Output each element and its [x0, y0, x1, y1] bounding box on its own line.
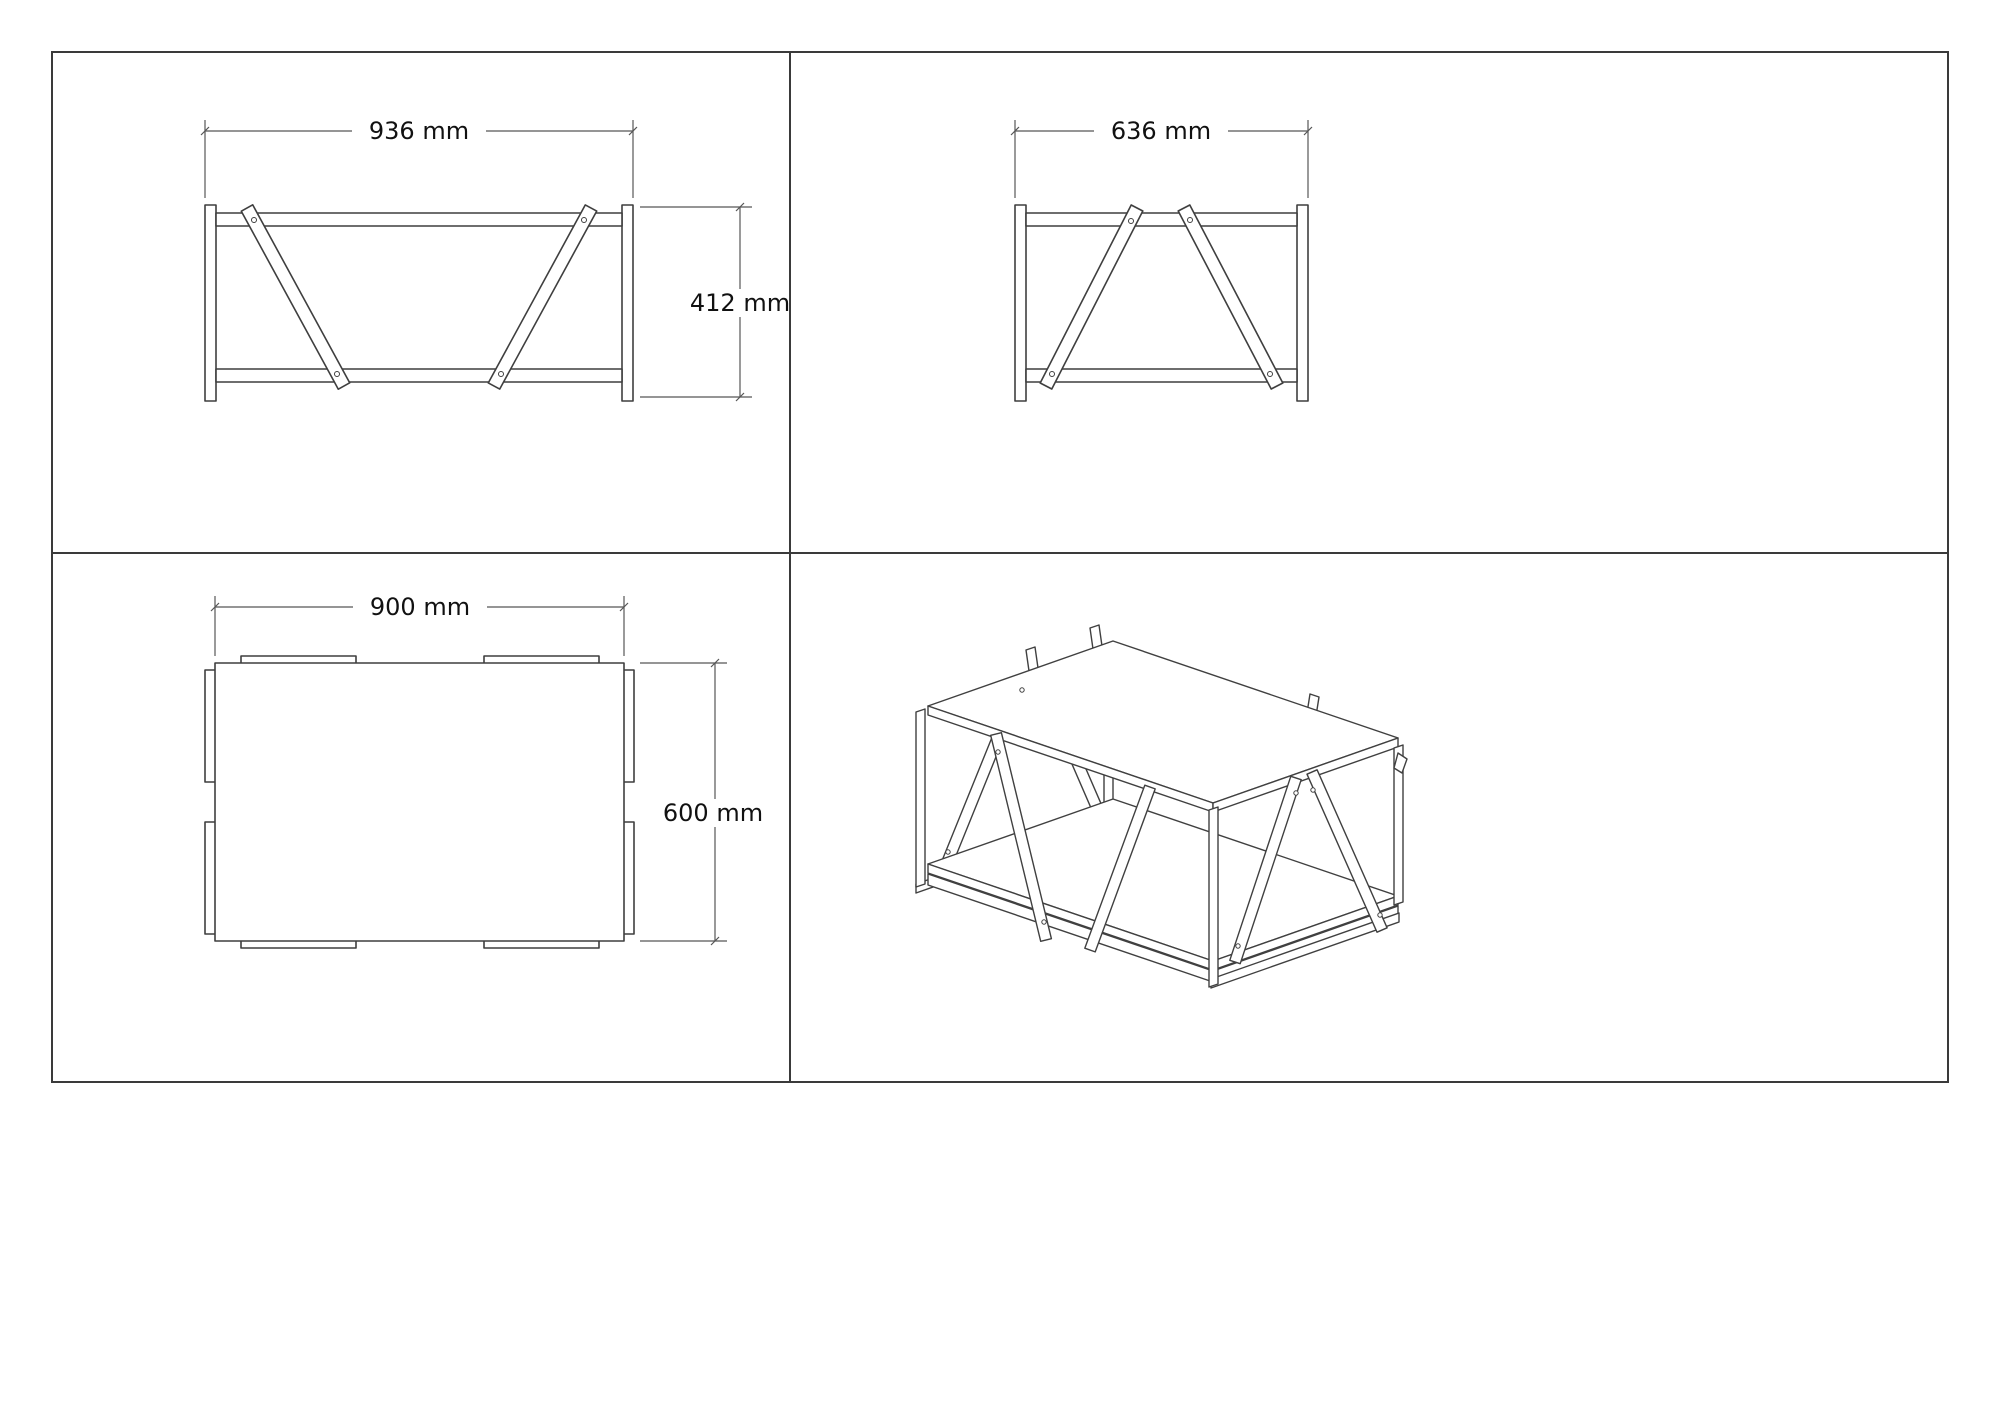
front-view: 936 mm 412 mm [200, 116, 790, 402]
top-width-dimension-label: 900 mm [370, 593, 470, 621]
outer-border [51, 51, 1949, 1083]
screw-hole [581, 217, 587, 223]
front-height-dimension: 412 mm [640, 202, 790, 402]
right-end-post [1296, 204, 1309, 402]
top-depth-dimension: 600 mm [640, 658, 780, 946]
top-rail [215, 212, 623, 227]
diagonal-brace-left [240, 204, 351, 391]
tabletop [927, 640, 1399, 813]
front-left-post [915, 708, 926, 888]
dimension-tick [735, 392, 745, 402]
border-frame [51, 51, 1949, 1083]
top-rail [1025, 212, 1298, 227]
tabletop-top-face [927, 640, 1399, 804]
right-end-diagonal-brace [1229, 775, 1302, 965]
screw-hole [251, 217, 257, 223]
diagonal-brace-right [1177, 204, 1284, 390]
diagonal-brace-left [1039, 204, 1144, 390]
side-width-dimension-label: 636 mm [1111, 117, 1211, 145]
front-height-dimension-label: 412 mm [690, 289, 790, 317]
screw-hole [1293, 790, 1299, 796]
back-right-post [1393, 744, 1404, 906]
screw-hole [1310, 787, 1316, 793]
bottom-rail [215, 368, 623, 383]
label-backplate [646, 799, 780, 827]
dimension-tick [1010, 126, 1020, 136]
front-diagonal-brace [1084, 784, 1156, 953]
screw-hole [498, 371, 504, 377]
dimension-tick [628, 126, 638, 136]
screw-hole [1128, 218, 1134, 224]
dimension-tick [619, 602, 629, 612]
dimension-tick [735, 202, 745, 212]
front-diagonal-brace [990, 732, 1053, 942]
label-backplate [352, 116, 486, 146]
screw-hole [1041, 919, 1047, 925]
side-view: 636 mm [1010, 116, 1313, 402]
front-width-dimension: 936 mm [200, 116, 638, 198]
tabletop-outline [214, 662, 625, 942]
lower-shelf [927, 798, 1399, 983]
top-depth-dimension-label: 600 mm [663, 799, 763, 827]
brace-tip-tab [1393, 752, 1408, 774]
screw-hole [334, 371, 340, 377]
right-end-post [621, 204, 634, 402]
front-right-post [1208, 806, 1219, 988]
dimension-tick [210, 602, 220, 612]
label-backplate [1094, 116, 1228, 146]
dimension-tick [710, 658, 720, 668]
dimension-tick [200, 126, 210, 136]
front-width-dimension-label: 936 mm [369, 117, 469, 145]
right-end-diagonal-brace [1306, 769, 1388, 933]
screw-hole [1019, 687, 1025, 693]
side-width-dimension: 636 mm [1010, 116, 1313, 198]
left-end-post [204, 204, 217, 402]
front-view-part [204, 204, 634, 402]
top-view: 900 mm 600 mm [204, 592, 780, 949]
screw-hole [1267, 371, 1273, 377]
left-end-post [1014, 204, 1027, 402]
screw-hole [1049, 371, 1055, 377]
top-width-dimension: 900 mm [210, 592, 629, 656]
screw-hole [1187, 217, 1193, 223]
screw-hole [1235, 943, 1241, 949]
screw-hole [1377, 912, 1383, 918]
bottom-rail [1025, 368, 1298, 383]
dimension-tick [1303, 126, 1313, 136]
label-backplate [690, 289, 788, 317]
screw-hole [945, 849, 951, 855]
dimension-tick [710, 936, 720, 946]
diagonal-brace-right [487, 204, 598, 390]
top-view-part [204, 655, 635, 949]
label-backplate [353, 592, 487, 622]
screw-hole [995, 749, 1001, 755]
isometric-view [915, 624, 1408, 989]
side-view-part [1014, 204, 1309, 402]
